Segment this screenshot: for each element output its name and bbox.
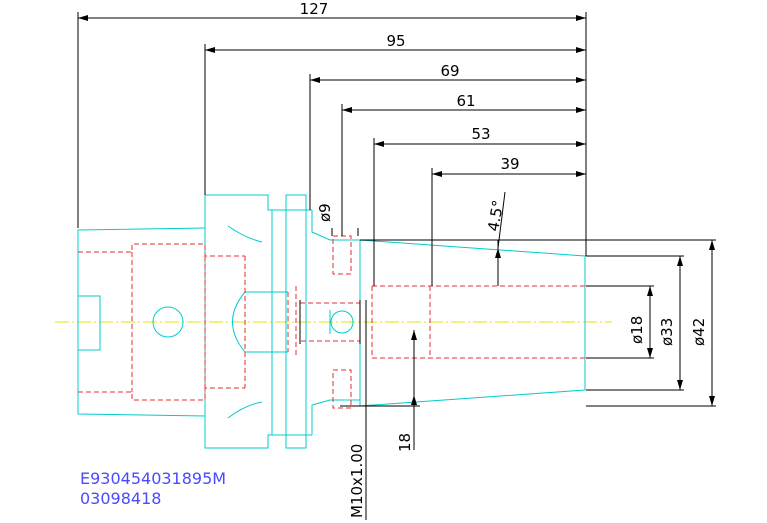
dim-69-label: 69 bbox=[440, 62, 459, 80]
dia-42-label: ø42 bbox=[690, 318, 708, 346]
thread-label: M10x1.00 bbox=[348, 444, 366, 518]
dim-95-label: 95 bbox=[386, 32, 405, 50]
dim-127-label: 127 bbox=[300, 0, 329, 18]
part-code-line1: E930454031895M bbox=[80, 469, 226, 488]
angle-label: 4.5° bbox=[484, 199, 507, 233]
dimension-lines bbox=[77, 12, 716, 520]
hidden-lines bbox=[78, 235, 586, 409]
dia-18-label: ø18 bbox=[628, 316, 646, 344]
dim-61-label: 61 bbox=[456, 92, 475, 110]
dim-39-label: 39 bbox=[500, 155, 519, 173]
part-code-line2: 03098418 bbox=[80, 489, 161, 508]
dia-33-label: ø33 bbox=[658, 318, 676, 346]
dia-9-label: ø9 bbox=[316, 203, 334, 222]
tool-outline bbox=[77, 194, 586, 449]
dim-18-label: 18 bbox=[396, 433, 414, 452]
dim-53-label: 53 bbox=[471, 125, 490, 143]
